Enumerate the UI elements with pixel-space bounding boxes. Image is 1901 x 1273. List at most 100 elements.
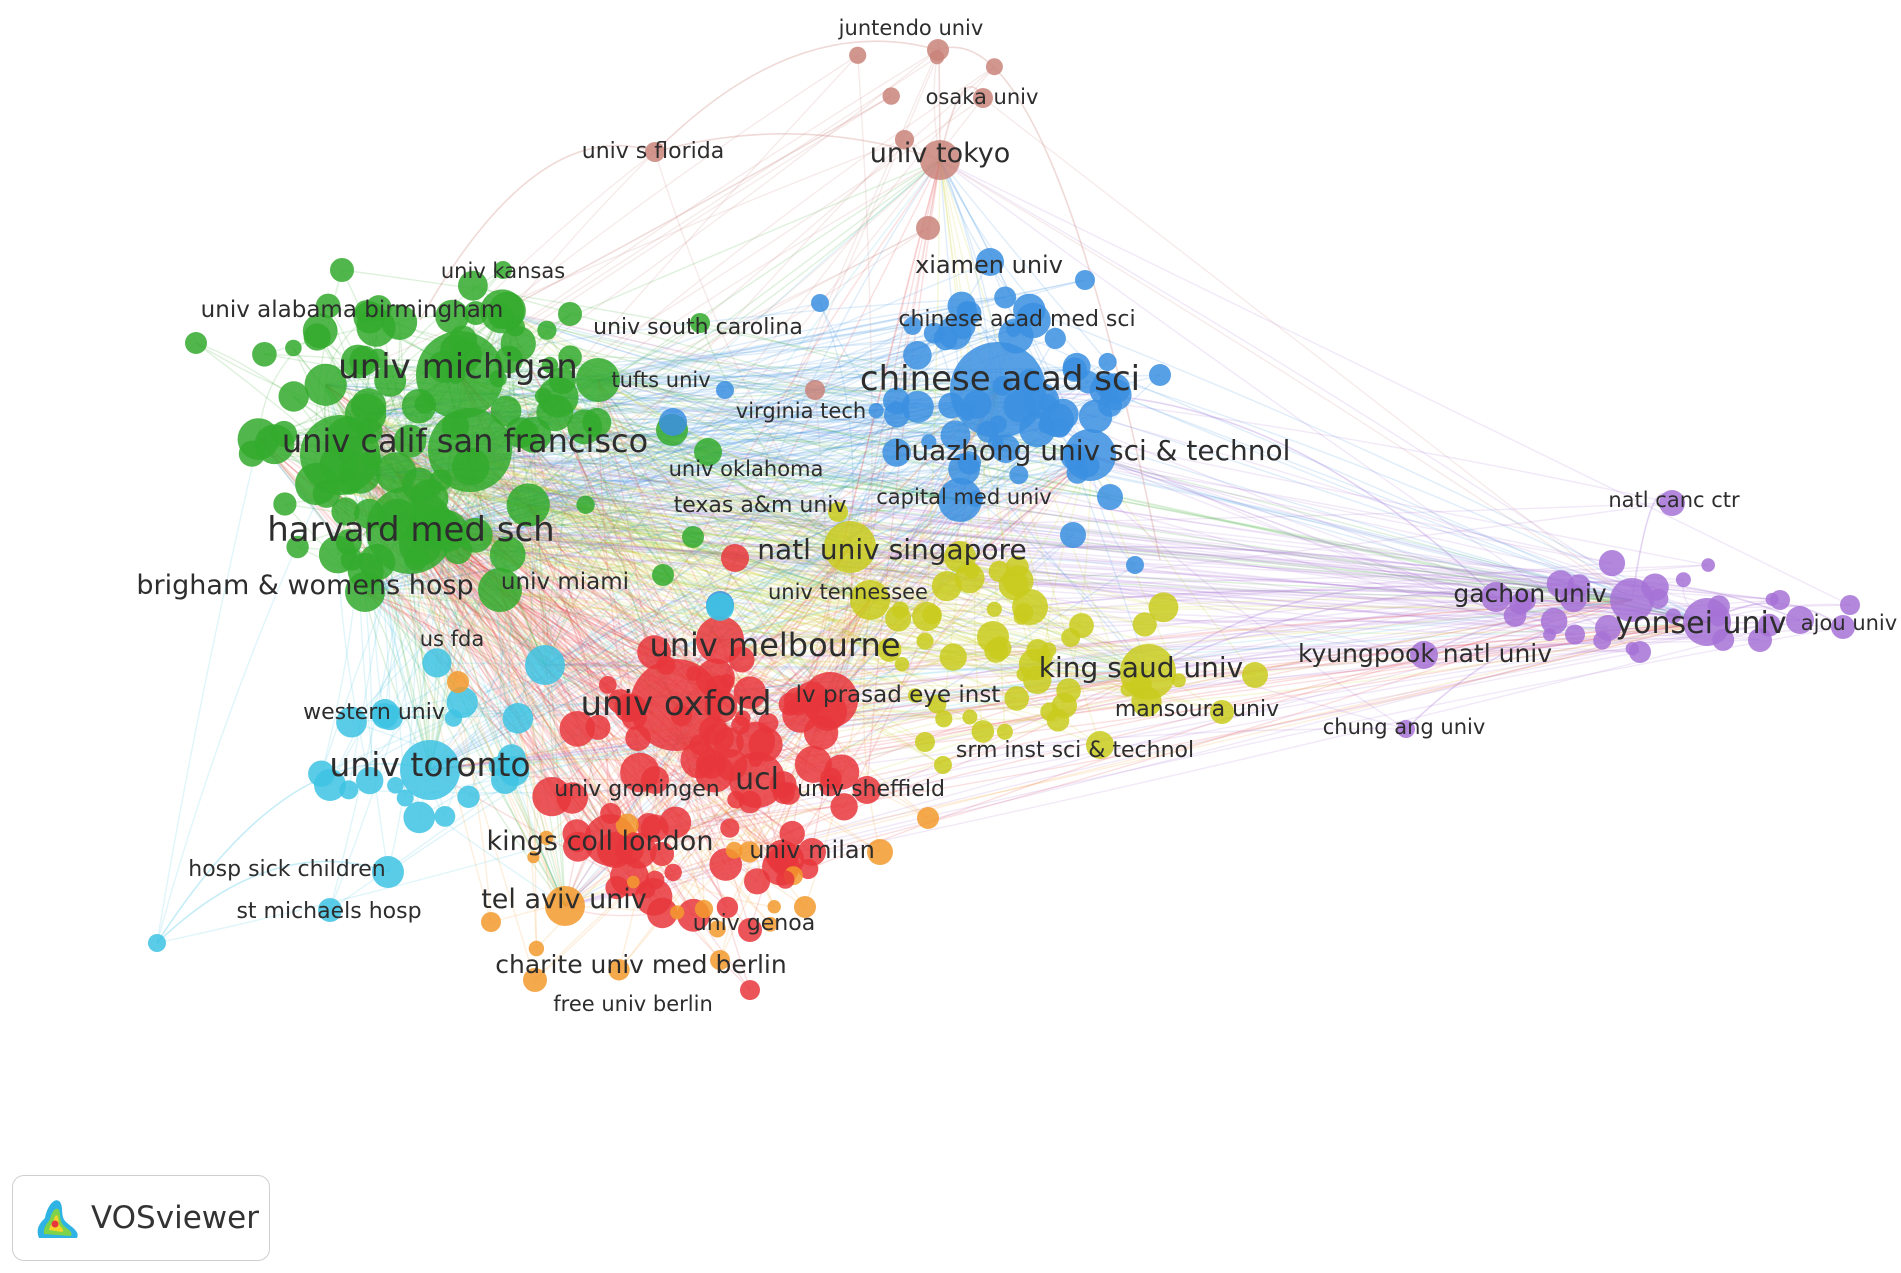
label-us-fda[interactable]: us fda (420, 627, 485, 651)
node-cyan[interactable] (396, 789, 414, 807)
node-yellow[interactable] (935, 710, 953, 728)
node-yellow[interactable] (915, 732, 935, 752)
node-red[interactable] (727, 790, 745, 809)
node-red[interactable] (696, 749, 726, 779)
node-yellow[interactable] (1061, 628, 1081, 647)
node-blue[interactable] (884, 401, 910, 428)
node-cyan[interactable] (488, 756, 508, 776)
node-purple[interactable] (1565, 624, 1585, 645)
node-purple[interactable] (1514, 589, 1536, 612)
node-green[interactable] (374, 364, 407, 397)
node-yellow[interactable] (850, 580, 890, 620)
label-kyungpook-natl-univ[interactable]: kyungpook natl univ (1298, 639, 1552, 668)
node-cyan[interactable] (387, 777, 404, 794)
node-green[interactable] (582, 407, 612, 437)
node-green[interactable] (682, 526, 704, 548)
node-green[interactable] (278, 381, 309, 412)
node-red[interactable] (830, 793, 858, 821)
node-blue[interactable] (1066, 462, 1089, 484)
node-cyan[interactable] (502, 703, 534, 734)
node-blue[interactable] (956, 300, 977, 322)
label-chinese-acad-sci[interactable]: chinese acad sci (860, 359, 1140, 399)
node-yellow[interactable] (1005, 555, 1029, 579)
label-mansoura-univ[interactable]: mansoura univ (1115, 697, 1279, 722)
node-cyan[interactable] (434, 806, 456, 827)
label-univ-miami[interactable]: univ miami (501, 569, 629, 595)
node-green[interactable] (489, 536, 526, 573)
node-red[interactable] (641, 766, 669, 794)
node-yellow[interactable] (939, 643, 967, 671)
node-green[interactable] (548, 367, 577, 395)
label-natl-univ-singapore[interactable]: natl univ singapore (757, 533, 1026, 566)
node-green[interactable] (362, 449, 382, 470)
node-green[interactable] (270, 420, 298, 448)
node-red[interactable] (728, 646, 755, 673)
label-univ-south-carolina[interactable]: univ south carolina (593, 315, 803, 340)
node-red[interactable] (765, 839, 799, 873)
node-yellow[interactable] (971, 720, 995, 743)
node-red[interactable] (734, 710, 751, 727)
node-green[interactable] (435, 299, 469, 334)
label-univ-michigan[interactable]: univ michigan (338, 347, 578, 387)
node-blue[interactable] (994, 286, 1017, 309)
node-blue[interactable] (1126, 556, 1144, 574)
node-green[interactable] (558, 345, 582, 370)
node-yellow[interactable] (931, 571, 962, 602)
node-green[interactable] (252, 342, 277, 367)
label-univ-toronto[interactable]: univ toronto (329, 745, 530, 784)
node-red[interactable] (636, 813, 662, 839)
label-brigham-womens-hosp[interactable]: brigham & womens hosp (136, 570, 473, 601)
node-cyan[interactable] (400, 740, 460, 800)
node-red[interactable] (625, 725, 651, 751)
node-yellow[interactable] (962, 709, 978, 725)
node-orange[interactable] (694, 899, 714, 919)
node-green[interactable] (340, 548, 364, 571)
node-red[interactable] (664, 863, 682, 882)
node-red[interactable] (803, 715, 839, 750)
node-green[interactable] (489, 370, 507, 388)
node-blue[interactable] (1098, 393, 1122, 417)
node-orange[interactable] (615, 813, 639, 837)
node-orange[interactable] (710, 950, 730, 970)
node-green[interactable] (449, 325, 478, 354)
node-brown[interactable] (985, 58, 1003, 76)
node-purple[interactable] (1786, 606, 1814, 634)
node-red[interactable] (656, 655, 676, 675)
node-green[interactable] (381, 304, 418, 340)
node-cyan[interactable] (444, 709, 463, 727)
node-green[interactable] (403, 546, 429, 571)
node-yellow[interactable] (1013, 609, 1029, 625)
node-yellow[interactable] (1004, 686, 1029, 711)
node-purple[interactable] (1712, 628, 1735, 651)
node-orange[interactable] (767, 900, 781, 914)
node-green[interactable] (463, 301, 488, 326)
node-yellow[interactable] (877, 638, 902, 662)
node-yellow[interactable] (927, 694, 947, 714)
node-orange[interactable] (627, 875, 640, 889)
node-red[interactable] (721, 544, 749, 572)
label-chung-ang-univ[interactable]: chung ang univ (1323, 715, 1486, 739)
node-purple[interactable] (1659, 490, 1685, 516)
node-green[interactable] (350, 388, 387, 424)
node-purple[interactable] (1625, 642, 1640, 656)
node-green[interactable] (490, 395, 522, 427)
node-green[interactable] (315, 293, 341, 319)
node-red[interactable] (638, 881, 656, 899)
node-cyan[interactable] (339, 780, 359, 800)
node-green[interactable] (576, 358, 620, 402)
node-green[interactable] (458, 270, 488, 301)
node-brown[interactable] (805, 380, 825, 400)
node-green[interactable] (576, 495, 595, 514)
node-orange[interactable] (708, 920, 726, 938)
label-univ-genoa[interactable]: univ genoa (693, 911, 815, 936)
node-green[interactable] (354, 498, 385, 529)
node-green[interactable] (285, 339, 302, 357)
node-green[interactable] (652, 564, 674, 586)
node-blue[interactable] (1149, 364, 1171, 386)
node-purple[interactable] (1397, 720, 1415, 738)
label-gachon-univ[interactable]: gachon univ (1453, 579, 1607, 608)
node-red[interactable] (716, 896, 739, 919)
node-green[interactable] (694, 438, 722, 466)
node-green[interactable] (336, 469, 362, 495)
node-green[interactable] (354, 300, 377, 322)
